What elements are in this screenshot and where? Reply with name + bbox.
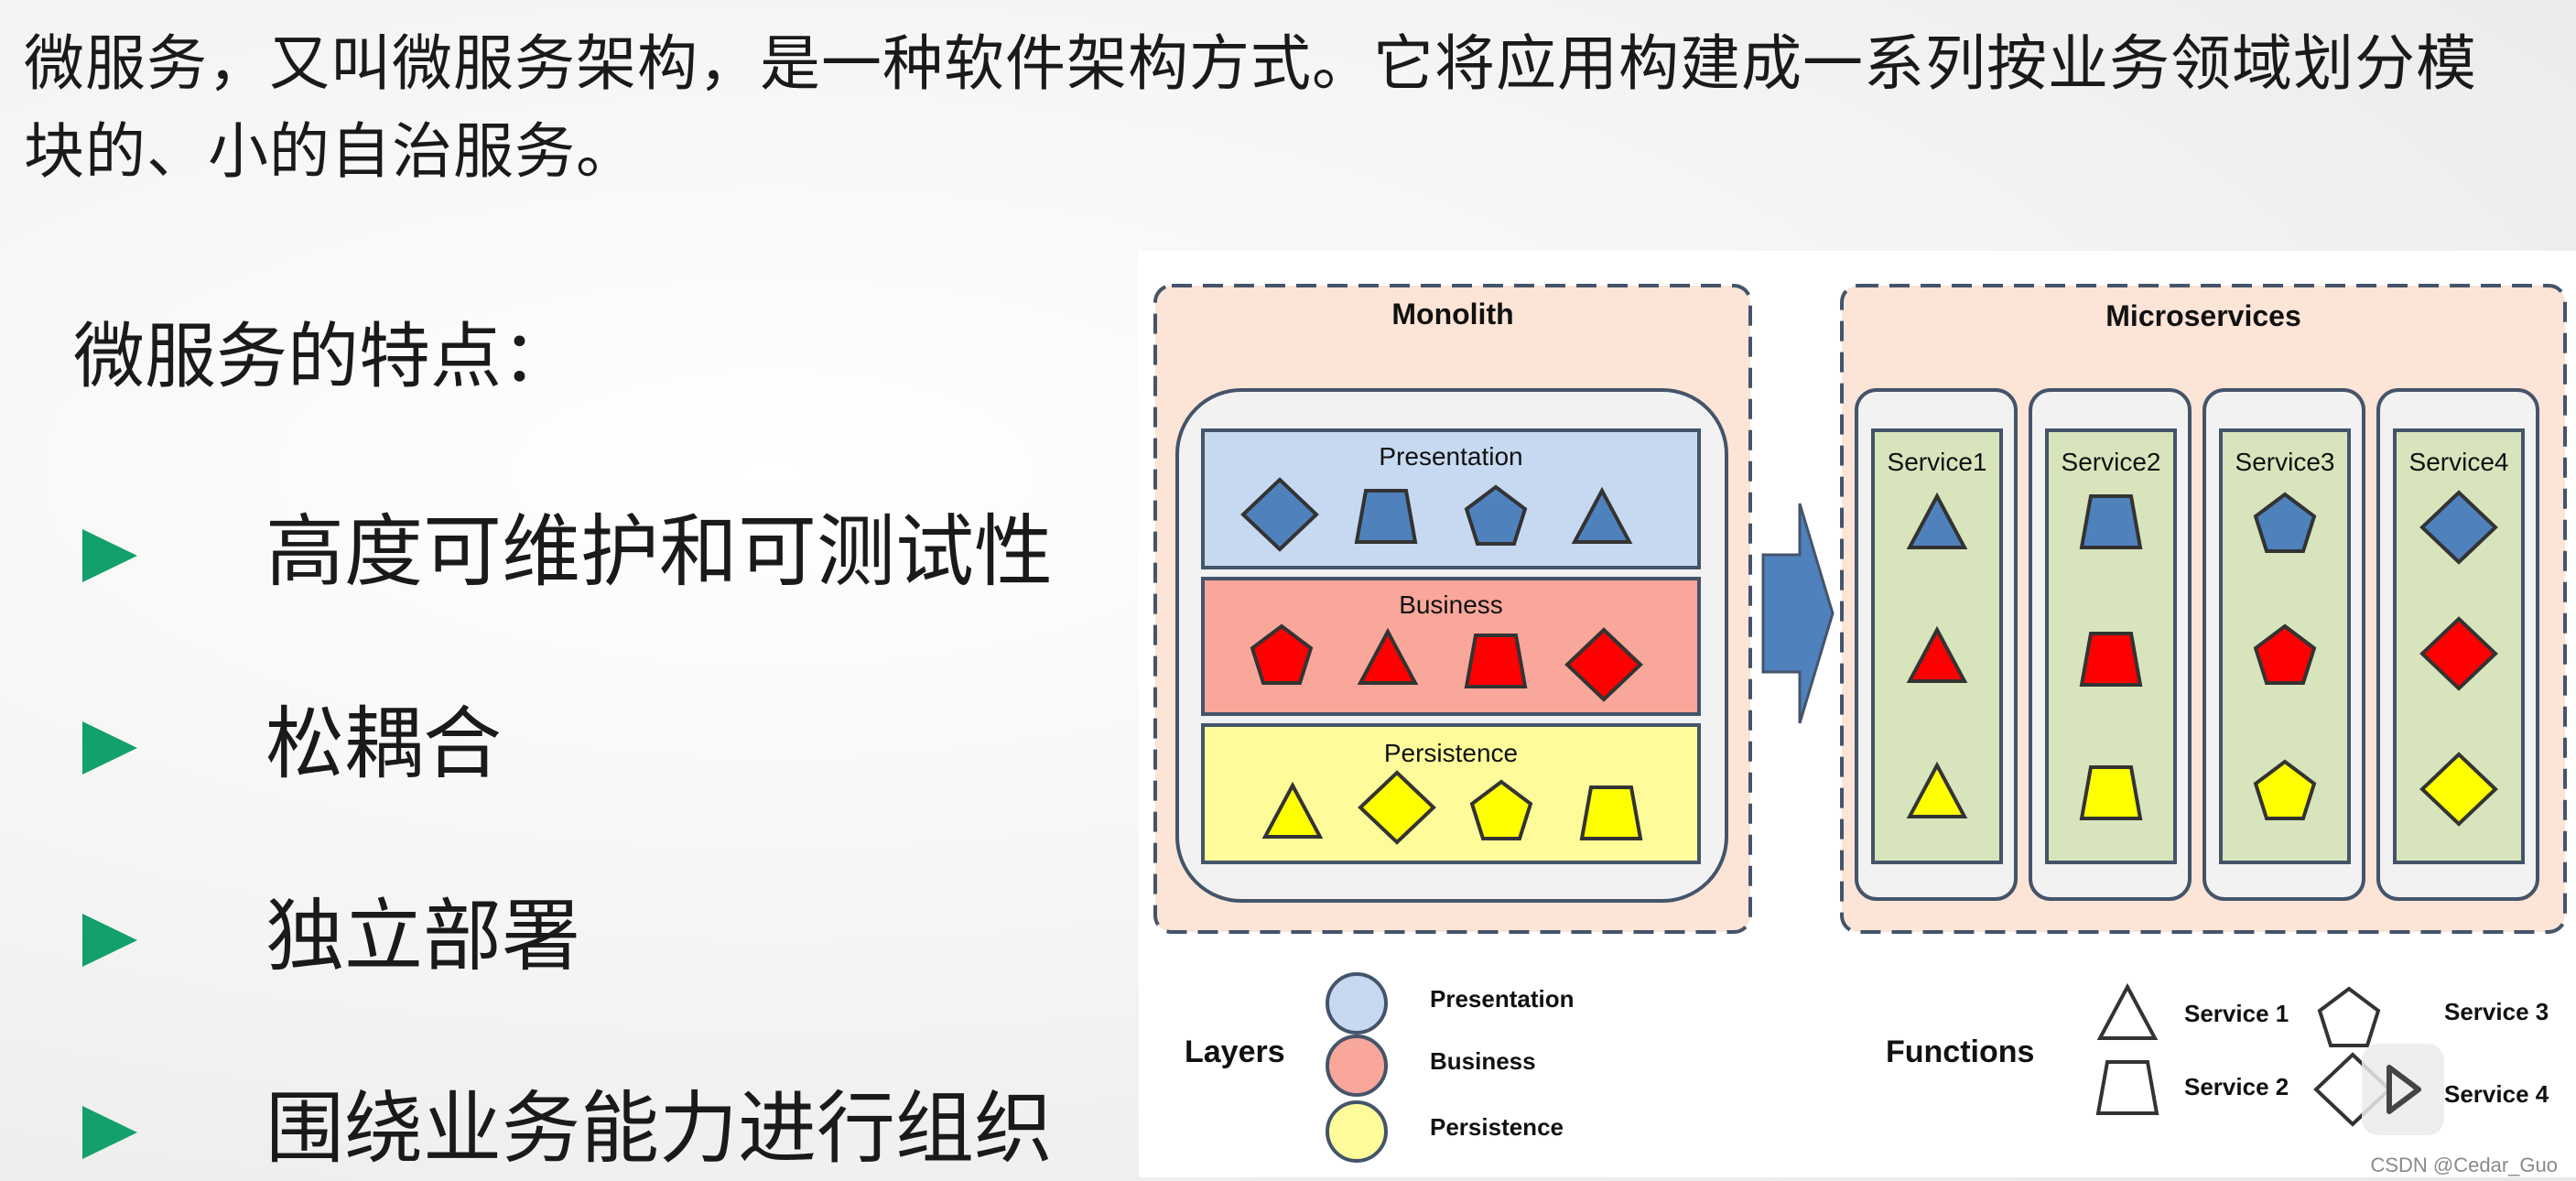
layer-label: Business bbox=[1399, 590, 1503, 619]
microservices-title: Microservices bbox=[2105, 299, 2300, 332]
feature-label: 松耦合 bbox=[265, 699, 502, 790]
trapezoid-shape bbox=[2080, 494, 2142, 549]
play-arrow-icon bbox=[82, 721, 137, 775]
layer-label: Presentation bbox=[1379, 442, 1522, 471]
legend-function-label: Service 3 bbox=[2444, 998, 2549, 1025]
legend-layers-title: Layers bbox=[1185, 1035, 1285, 1069]
monolith-title: Monolith bbox=[1391, 298, 1513, 330]
legend-functions-title: Functions bbox=[1886, 1035, 2034, 1069]
watermark: CSDN @Cedar_Guo bbox=[2370, 1154, 2558, 1176]
feature-item: 高度可维护和可测试性 bbox=[82, 502, 1135, 602]
intro-paragraph: 微服务，又叫微服务架构，是一种软件架构方式。它将应用构建成一系列按业务领域划分模… bbox=[24, 20, 2495, 196]
service-label: Service2 bbox=[2062, 448, 2161, 476]
legend-trapezoid-shape bbox=[2096, 1060, 2159, 1115]
video-play-button[interactable] bbox=[2362, 1044, 2444, 1135]
legend-function-label: Service 2 bbox=[2184, 1073, 2289, 1100]
legend-function-label: Service 1 bbox=[2184, 1000, 2289, 1027]
feature-label: 高度可维护和可测试性 bbox=[265, 506, 1053, 598]
trapezoid-shape bbox=[2080, 765, 2142, 820]
legend-layer-label: Business bbox=[1430, 1047, 1536, 1075]
play-arrow-icon bbox=[82, 1106, 137, 1159]
trapezoid-shape bbox=[1355, 489, 1417, 544]
feature-label: 独立部署 bbox=[265, 891, 580, 982]
features-heading: 微服务的特点： bbox=[73, 316, 574, 398]
legend-pentagon-shape bbox=[2318, 987, 2380, 1047]
legend-circle-presentation bbox=[1326, 972, 1388, 1035]
legend-layer-label: Presentation bbox=[1430, 985, 1575, 1013]
intro-line-2: 块的、小的自治服务。 bbox=[24, 116, 637, 187]
service-label: Service1 bbox=[1888, 448, 1987, 476]
legend-layer-label: Persistence bbox=[1430, 1113, 1564, 1141]
intro-line-1: 微服务，又叫微服务架构，是一种软件架构方式。它将应用构建成一系列按业务领域划分模 bbox=[24, 28, 2477, 99]
trapezoid-shape bbox=[1580, 786, 1642, 840]
legend-circle-persistence bbox=[1326, 1100, 1388, 1163]
transition-arrow-icon bbox=[1761, 503, 1835, 724]
legend-circle-business bbox=[1326, 1035, 1388, 1097]
service-label: Service3 bbox=[2235, 448, 2335, 476]
play-arrow-icon bbox=[82, 914, 137, 967]
feature-label: 围绕业务能力进行组织 bbox=[265, 1083, 1053, 1175]
feature-item: 松耦合 bbox=[82, 694, 1135, 795]
trapezoid-shape bbox=[1465, 634, 1527, 688]
service-label: Service4 bbox=[2409, 448, 2509, 476]
legend-function-label: Service 4 bbox=[2444, 1080, 2549, 1108]
legend-triangle-shape bbox=[2098, 985, 2157, 1040]
play-arrow-icon bbox=[82, 529, 137, 582]
layer-label: Persistence bbox=[1384, 739, 1518, 767]
monolith-vs-microservices-diagram: Monolith Presentation Business Persisten… bbox=[1139, 251, 2576, 1177]
trapezoid-shape bbox=[2080, 632, 2142, 687]
feature-item: 围绕业务能力进行组织 bbox=[82, 1078, 1135, 1179]
feature-item: 独立部署 bbox=[82, 886, 1135, 987]
diagram-canvas: Monolith Presentation Business Persisten… bbox=[1153, 284, 2567, 1163]
play-icon bbox=[2387, 1065, 2421, 1114]
